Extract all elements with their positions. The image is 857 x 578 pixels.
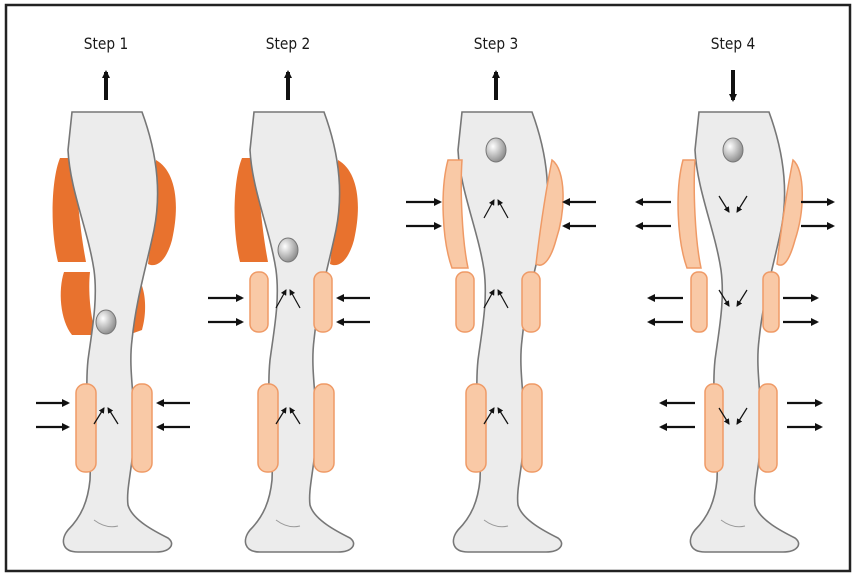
step-1-illustration <box>36 72 190 552</box>
knee-cuff-releasing-left <box>691 272 707 332</box>
knee-cuff-pressing-right <box>314 272 332 332</box>
calf-cuff-releasing-left <box>705 384 723 472</box>
step-4-illustration <box>637 70 833 552</box>
step-1-title: Step 1 <box>59 34 154 53</box>
vein-valve <box>486 138 506 162</box>
vein-valve <box>278 238 298 262</box>
leg-silhouette <box>453 112 561 552</box>
knee-cuff-pressing-left <box>250 272 268 332</box>
step-4-title: Step 4 <box>686 34 781 53</box>
knee-cuff-releasing-right <box>763 272 779 332</box>
calf-cuff-pressing-left <box>466 384 486 472</box>
knee-cuff-pressing-left <box>456 272 474 332</box>
step-3-title: Step 3 <box>449 34 544 53</box>
calf-cuff-releasing-right <box>759 384 777 472</box>
knee-cuff-pressing-right <box>522 272 540 332</box>
leg-silhouette <box>690 112 798 552</box>
vein-valve <box>96 310 116 334</box>
calf-cuff-pressing-left <box>258 384 278 472</box>
calf-cuff-pressing-right <box>314 384 334 472</box>
step-2-illustration <box>208 72 370 552</box>
calf-cuff-pressing-right <box>132 384 152 472</box>
calf-cuff-pressing-right <box>522 384 542 472</box>
calf-cuff-pressing-left <box>76 384 96 472</box>
step-3-illustration <box>406 72 596 552</box>
step-2-title: Step 2 <box>241 34 336 53</box>
knee-cuff-inflated-left <box>61 272 96 335</box>
vein-valve <box>723 138 743 162</box>
